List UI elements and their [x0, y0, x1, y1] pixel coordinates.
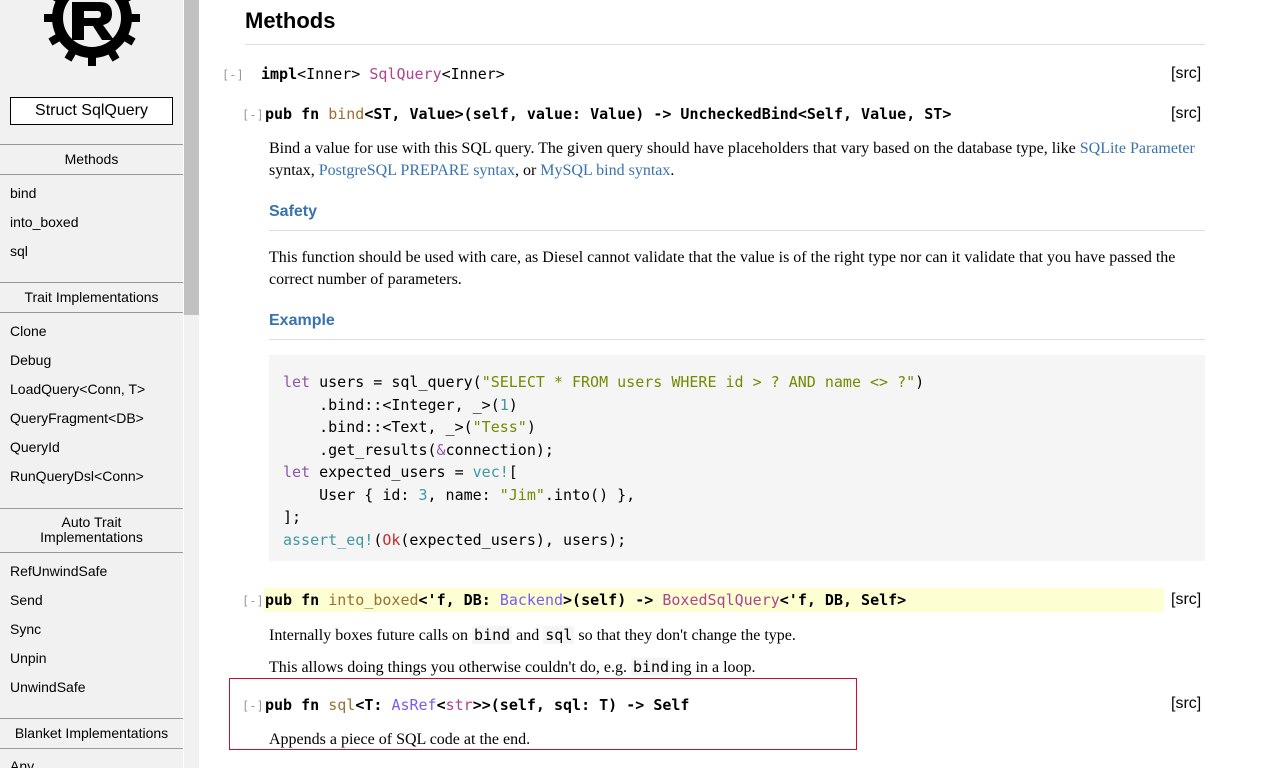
- bind-sig-rest: <ST, Value>(self, value: Value) -> Unche…: [364, 105, 952, 123]
- backend-trait-link[interactable]: Backend: [499, 591, 564, 609]
- bind-desc-text2: syntax,: [269, 162, 319, 179]
- sidebar-item-bind[interactable]: bind: [10, 185, 37, 201]
- bind-desc-text4: .: [670, 162, 675, 179]
- sidebar-item-loadquery[interactable]: LoadQuery<Conn, T>: [10, 381, 146, 397]
- sql-sig-part1: <T:: [355, 696, 392, 714]
- into-boxed-desc2-b: ing in a loop.: [671, 659, 756, 676]
- impl-type-link[interactable]: SqlQuery: [369, 65, 442, 83]
- impl-generic-close: <Inner>: [441, 65, 505, 83]
- sql-signature: pub fn sql<T: AsRef<str>>(self, sql: T) …: [265, 696, 689, 714]
- into-boxed-signature: pub fn into_boxed<'f, DB: Backend>(self)…: [265, 591, 906, 609]
- example-rule: [269, 339, 1205, 340]
- sidebar: Struct SqlQuery Methods bind into_boxed …: [0, 0, 183, 768]
- sidebar-item-queryfragment[interactable]: QueryFragment<DB>: [10, 410, 144, 426]
- sql-collapse-toggle[interactable]: [-]: [242, 699, 264, 713]
- sql-src-link[interactable]: [src]: [1171, 695, 1202, 712]
- sql-sig-part2: <: [436, 696, 446, 714]
- impl-signature: impl<Inner> SqlQuery<Inner>: [261, 65, 505, 83]
- mysql-bind-link[interactable]: MySQL bind syntax: [540, 162, 671, 179]
- rust-logo-icon[interactable]: [42, 0, 142, 68]
- impl-collapse-toggle[interactable]: [-]: [222, 68, 244, 82]
- inline-code-sql: sql: [543, 626, 575, 644]
- asref-trait-link[interactable]: AsRef: [391, 696, 437, 714]
- example-heading[interactable]: Example: [269, 312, 335, 329]
- bind-src-link[interactable]: [src]: [1171, 105, 1202, 122]
- sidebar-scroll-thumb[interactable]: [184, 0, 199, 315]
- into-boxed-collapse-toggle[interactable]: [-]: [242, 594, 264, 608]
- str-type-link[interactable]: str: [445, 696, 473, 714]
- into-boxed-desc1: Internally boxes future calls on bind an…: [269, 624, 796, 647]
- impl-generic: <Inner>: [297, 65, 370, 83]
- sql-pub-fn: pub fn: [265, 696, 329, 714]
- sidebar-item-unpin[interactable]: Unpin: [10, 650, 47, 666]
- into-boxed-sig-part3: <'f, DB, Self>: [779, 591, 907, 609]
- sidebar-item-clone[interactable]: Clone: [10, 323, 47, 339]
- into-boxed-sig-part1: <'f, DB:: [418, 591, 500, 609]
- impl-src-link[interactable]: [src]: [1171, 65, 1202, 82]
- into-boxed-pub-fn: pub fn: [265, 591, 329, 609]
- into-boxed-desc1-a: Internally boxes future calls on: [269, 627, 473, 644]
- inline-code-bind-loop: bind: [630, 658, 672, 676]
- sidebar-section-title-line2: Implementations: [40, 529, 143, 545]
- methods-heading-rule: [245, 44, 1205, 45]
- sidebar-item-sql[interactable]: sql: [10, 243, 28, 259]
- impl-keyword: impl: [261, 65, 298, 83]
- example-code: let users = sql_query("SELECT * FROM use…: [283, 373, 925, 549]
- inline-code-bind: bind: [472, 626, 513, 644]
- sidebar-section-blanket-implementations[interactable]: Blanket Implementations: [0, 718, 183, 749]
- bind-collapse-toggle[interactable]: [-]: [242, 108, 264, 122]
- sidebar-item-debug[interactable]: Debug: [10, 352, 52, 368]
- bind-pub-fn: pub fn: [265, 105, 329, 123]
- sidebar-item-any[interactable]: Any: [10, 758, 35, 768]
- bind-description: Bind a value for use with this SQL query…: [269, 138, 1209, 182]
- into-boxed-desc2: This allows doing things you otherwise c…: [269, 656, 756, 679]
- sql-fn-name[interactable]: sql: [328, 696, 356, 714]
- bind-fn-name[interactable]: bind: [328, 105, 365, 123]
- sidebar-item-queryid[interactable]: QueryId: [10, 439, 60, 455]
- into-boxed-highlight: [264, 588, 1164, 612]
- into-boxed-src-link[interactable]: [src]: [1171, 591, 1202, 608]
- sidebar-item-send[interactable]: Send: [10, 592, 43, 608]
- sidebar-item-sync[interactable]: Sync: [10, 621, 42, 637]
- sidebar-item-unwindsafe[interactable]: UnwindSafe: [10, 679, 86, 695]
- safety-text: This function should be used with care, …: [269, 249, 1176, 288]
- boxed-sql-query-link[interactable]: BoxedSqlQuery: [662, 591, 780, 609]
- sidebar-scrollbar[interactable]: [184, 0, 199, 768]
- sidebar-item-refunwindsafe[interactable]: RefUnwindSafe: [10, 563, 108, 579]
- sidebar-section-methods[interactable]: Methods: [0, 144, 183, 175]
- sql-description: Appends a piece of SQL code at the end.: [269, 731, 531, 748]
- methods-heading: Methods: [245, 8, 336, 33]
- into-boxed-desc1-b: and: [512, 627, 544, 644]
- into-boxed-desc2-a: This allows doing things you otherwise c…: [269, 659, 631, 676]
- safety-heading[interactable]: Safety: [269, 203, 318, 220]
- into-boxed-desc1-c: so that they don't change the type.: [574, 627, 796, 644]
- sqlite-parameter-link[interactable]: SQLite Parameter: [1079, 140, 1195, 157]
- bind-signature: pub fn bind<ST, Value>(self, value: Valu…: [265, 105, 951, 123]
- sidebar-section-auto-trait-implementations[interactable]: Auto Trait Implementations: [0, 508, 183, 553]
- bind-desc-text3: , or: [514, 162, 541, 179]
- sql-method-focus-frame: [229, 678, 857, 750]
- into-boxed-fn-name[interactable]: into_boxed: [328, 591, 419, 609]
- struct-title-box[interactable]: Struct SqlQuery: [10, 97, 173, 125]
- sidebar-section-trait-implementations[interactable]: Trait Implementations: [0, 282, 183, 313]
- sidebar-item-runquerydsl[interactable]: RunQueryDsl<Conn>: [10, 468, 144, 484]
- sidebar-item-into-boxed[interactable]: into_boxed: [10, 214, 79, 230]
- postgresql-prepare-link[interactable]: PostgreSQL PREPARE syntax: [318, 162, 515, 179]
- sidebar-section-title-line1: Auto Trait: [61, 514, 122, 530]
- bind-desc-text1: Bind a value for use with this SQL query…: [269, 140, 1080, 157]
- example-code-block: let users = sql_query("SELECT * FROM use…: [269, 355, 1205, 561]
- into-boxed-sig-part2: >(self) ->: [563, 591, 663, 609]
- sql-sig-part3: >>(self, sql: T) -> Self: [472, 696, 690, 714]
- safety-rule: [269, 230, 1205, 231]
- main-content: Methods [-] impl<Inner> SqlQuery<Inner> …: [200, 0, 1261, 768]
